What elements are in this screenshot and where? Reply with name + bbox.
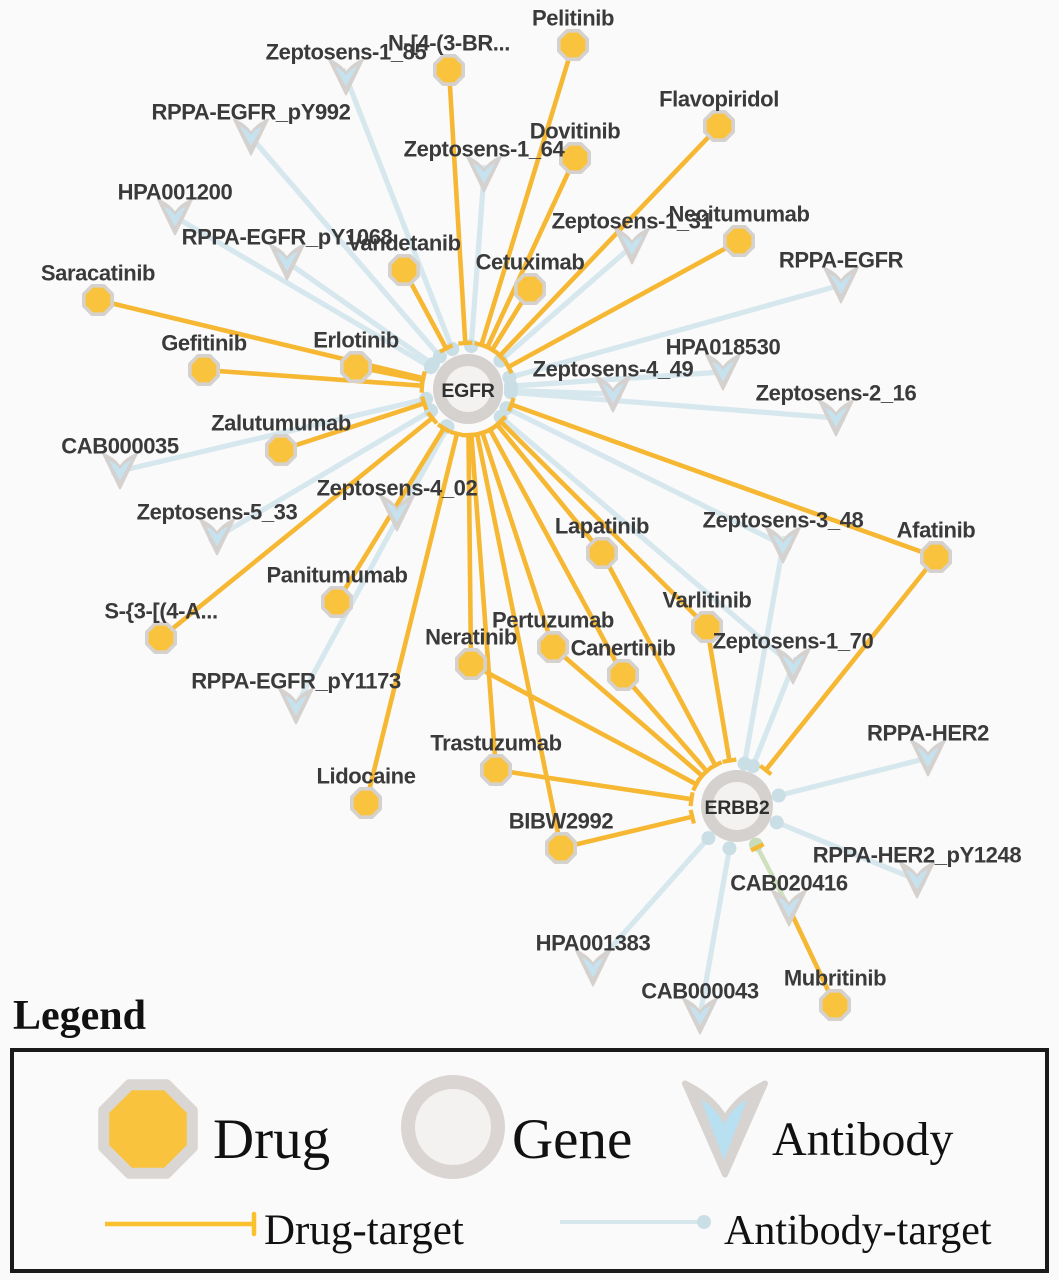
svg-text:ERBB2: ERBB2 (704, 797, 769, 819)
svg-text:Trastuzumab: Trastuzumab (430, 731, 561, 756)
svg-text:Gefitinib: Gefitinib (161, 331, 247, 356)
svg-text:Drug: Drug (213, 1108, 330, 1171)
svg-text:Saracatinib: Saracatinib (41, 261, 155, 286)
svg-text:Zalutumumab: Zalutumumab (211, 411, 351, 436)
svg-text:Zeptosens-5_33: Zeptosens-5_33 (137, 500, 298, 525)
svg-text:Zeptosens-1_85: Zeptosens-1_85 (266, 40, 427, 65)
svg-text:HPA018530: HPA018530 (666, 335, 781, 360)
svg-text:Mubritinib: Mubritinib (784, 966, 886, 991)
svg-text:Necitumumab: Necitumumab (668, 202, 809, 227)
svg-text:Neratinib: Neratinib (425, 625, 517, 650)
svg-text:EGFR: EGFR (441, 380, 494, 402)
svg-text:Zeptosens-2_16: Zeptosens-2_16 (756, 381, 917, 406)
svg-text:Erlotinib: Erlotinib (313, 328, 399, 353)
svg-text:N-[4-(3-BR...: N-[4-(3-BR... (388, 31, 510, 56)
svg-text:Gene: Gene (512, 1108, 632, 1171)
svg-text:Cetuximab: Cetuximab (476, 250, 585, 275)
svg-text:Zeptosens-3_48: Zeptosens-3_48 (703, 508, 864, 533)
svg-text:Zeptosens-1_31: Zeptosens-1_31 (552, 209, 713, 234)
svg-text:Varlitinib: Varlitinib (663, 588, 752, 613)
svg-text:Zeptosens-4_02: Zeptosens-4_02 (317, 476, 478, 501)
svg-text:Zeptosens-1_64: Zeptosens-1_64 (404, 137, 566, 162)
svg-text:CAB000043: CAB000043 (641, 979, 759, 1004)
svg-text:RPPA-HER2: RPPA-HER2 (867, 721, 989, 746)
svg-text:S-{3-[(4-A...: S-{3-[(4-A... (104, 599, 217, 624)
svg-text:Legend: Legend (13, 993, 146, 1039)
svg-text:Antibody-target: Antibody-target (724, 1208, 992, 1254)
svg-text:Zeptosens-1_70: Zeptosens-1_70 (713, 629, 874, 654)
svg-text:Panitumumab: Panitumumab (266, 563, 407, 588)
svg-text:Lapatinib: Lapatinib (555, 514, 649, 539)
svg-text:HPA001383: HPA001383 (536, 931, 651, 956)
svg-text:Antibody: Antibody (772, 1113, 953, 1166)
svg-text:CAB000035: CAB000035 (61, 434, 179, 459)
svg-text:Zeptosens-4_49: Zeptosens-4_49 (533, 357, 694, 382)
svg-text:Lidocaine: Lidocaine (316, 764, 415, 789)
svg-text:RPPA-EGFR_pY1173: RPPA-EGFR_pY1173 (191, 669, 401, 694)
svg-text:Drug-target: Drug-target (264, 1207, 464, 1254)
svg-text:RPPA-EGFR: RPPA-EGFR (779, 248, 904, 273)
svg-text:CAB020416: CAB020416 (730, 871, 848, 896)
svg-text:Pelitinib: Pelitinib (532, 6, 614, 31)
svg-text:Pertuzumab: Pertuzumab (492, 608, 614, 633)
svg-text:HPA001200: HPA001200 (118, 180, 233, 205)
svg-text:RPPA-EGFR_pY992: RPPA-EGFR_pY992 (152, 100, 351, 125)
svg-text:Canertinib: Canertinib (571, 636, 676, 661)
svg-text:Dovitinib: Dovitinib (530, 119, 621, 144)
svg-text:RPPA-EGFR_pY1068: RPPA-EGFR_pY1068 (182, 225, 393, 250)
svg-text:RPPA-HER2_pY1248: RPPA-HER2_pY1248 (813, 843, 1022, 868)
svg-text:BIBW2992: BIBW2992 (509, 809, 614, 834)
svg-text:Afatinib: Afatinib (897, 518, 976, 543)
svg-text:Flavopiridol: Flavopiridol (659, 87, 779, 112)
svg-text:Vandetanib: Vandetanib (347, 231, 460, 256)
